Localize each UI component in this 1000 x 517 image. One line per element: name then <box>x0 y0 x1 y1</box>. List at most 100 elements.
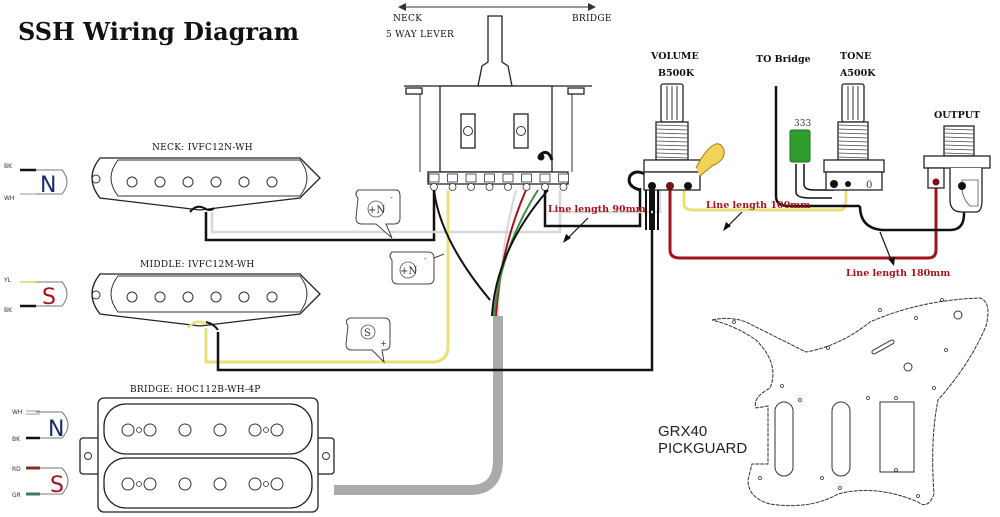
pickguard-label: PICKGUARD <box>658 440 747 457</box>
bridge-south-polarity: S <box>50 473 64 498</box>
callout-2-note: - <box>424 254 427 263</box>
thread <box>837 124 869 127</box>
volume-label: VOLUME <box>650 51 699 62</box>
switch-lug-eye <box>522 183 531 191</box>
neck-pole-pieces <box>126 176 278 188</box>
output-jack <box>923 125 991 213</box>
callout-middle-polarity: +N - <box>389 251 445 285</box>
thread <box>943 152 975 155</box>
neck-lead-wh: WH <box>4 195 14 202</box>
thread <box>655 136 689 139</box>
pole-piece <box>143 423 157 437</box>
neck-polarity-badge: N <box>20 168 68 198</box>
to-bridge-ground-wire <box>774 86 860 208</box>
line-length-90: Line length 90mm <box>548 204 646 215</box>
to-bridge-label: TO Bridge <box>756 54 811 65</box>
output-red-wire <box>668 182 938 260</box>
thread <box>943 144 975 147</box>
capacitor <box>789 129 811 163</box>
middle-pickup-label: MIDDLE: IVFC12M-WH <box>140 260 255 270</box>
pickguard-screw-holes <box>732 298 948 498</box>
thread <box>943 136 975 139</box>
screw-hole <box>914 316 918 320</box>
screw-hole <box>798 398 802 402</box>
volume-tone-yellow-wire <box>682 188 848 212</box>
neck-black-wire <box>204 190 436 242</box>
tone-threads <box>837 124 869 159</box>
callout-2-symbol: +N <box>400 266 417 277</box>
pickguard-model: GRX40 <box>658 423 707 440</box>
pole-piece <box>270 477 284 491</box>
pole-piece <box>121 477 135 491</box>
callout-neck-polarity: +N - <box>355 189 401 239</box>
screw-hole <box>758 476 762 480</box>
capacitor-value: 333 <box>794 119 811 129</box>
thread <box>837 152 869 155</box>
thread <box>943 140 975 143</box>
middle-lead-yl: YL <box>3 277 12 284</box>
middle-polarity-badge: S <box>20 281 68 310</box>
bridge-lead-gr: GR <box>12 492 21 499</box>
thread <box>837 144 869 147</box>
switch-lug-eye <box>541 183 549 191</box>
thread <box>655 132 689 135</box>
neck-pickup <box>91 157 321 213</box>
switch-lug-eye <box>430 183 438 191</box>
bridge-lead-rd: RD <box>12 466 21 473</box>
pole-screw <box>136 481 142 487</box>
neck-pickup-label: NECK: IVFC12N-WH <box>152 143 253 153</box>
output-black-wire <box>858 186 966 232</box>
screw-hole <box>866 396 870 400</box>
pole-piece <box>213 477 227 491</box>
volume-value: B500K <box>658 68 695 79</box>
thread <box>837 156 869 159</box>
switch-lug <box>447 173 458 183</box>
thread <box>837 128 869 131</box>
five-way-switch <box>404 15 592 191</box>
middle-polarity: S <box>42 285 56 310</box>
bridge-north-coil-poles <box>121 423 284 437</box>
middle-yellow-wire <box>204 190 450 364</box>
pole-screw <box>263 481 269 487</box>
volume-threads <box>655 124 689 159</box>
bridge-north-polarity-badge: N <box>26 410 69 442</box>
tone-value: A500K <box>839 68 876 79</box>
line-length-arrows <box>563 211 895 266</box>
screw-hole <box>916 494 920 498</box>
grx40-pickguard <box>711 297 989 507</box>
tone-label: TONE <box>840 51 871 62</box>
screw-hole <box>894 468 898 472</box>
switch-lug <box>539 173 551 183</box>
pole-piece <box>248 477 262 491</box>
bridge-direction-label: BRIDGE <box>572 14 612 24</box>
switch-lug <box>558 173 569 183</box>
screw-hole <box>940 298 944 302</box>
switch-lug <box>465 173 477 183</box>
middle-pickup <box>91 273 321 331</box>
diagram-title: SSH Wiring Diagram <box>18 17 299 46</box>
screw-hole <box>780 384 784 388</box>
thread <box>837 132 869 135</box>
thread <box>837 148 869 151</box>
switch-lug-eye <box>504 183 512 191</box>
bridge-lead-bk: BK <box>12 436 21 443</box>
thread <box>655 124 689 127</box>
pole-screw <box>263 427 269 433</box>
thread <box>655 140 689 143</box>
wiring <box>204 86 966 495</box>
switch-lug-eye <box>485 183 494 191</box>
bridge-pickup-label: BRIDGE: HOC112B-WH-4P <box>130 385 261 395</box>
svg-text:0: 0 <box>866 180 872 191</box>
switch-lug-row <box>428 173 569 191</box>
thread <box>655 128 689 131</box>
callout-1-note: - <box>390 193 393 202</box>
switch-direction-arrow <box>398 3 596 11</box>
screw-hole <box>878 308 882 312</box>
middle-lead-bk: BK <box>4 307 13 314</box>
pole-piece <box>143 477 157 491</box>
bridge-humbucker <box>79 397 335 513</box>
output-label: OUTPUT <box>934 110 980 121</box>
pole-piece <box>178 423 192 437</box>
screw-hole <box>820 476 824 480</box>
